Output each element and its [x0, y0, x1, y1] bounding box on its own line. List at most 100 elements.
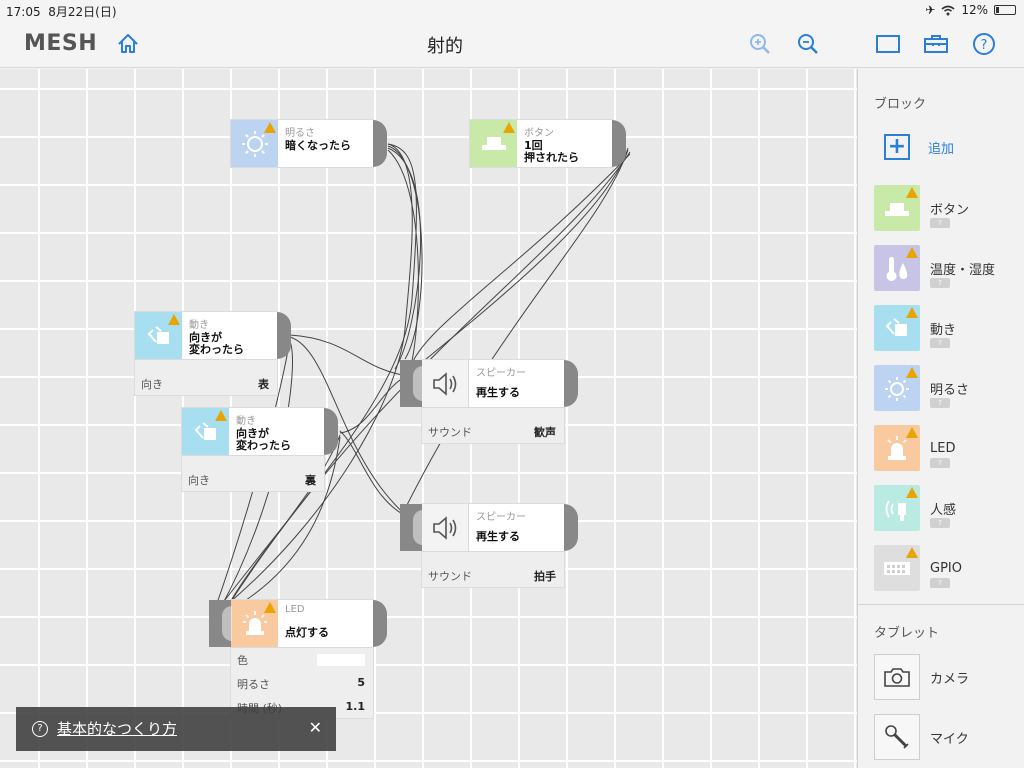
output-port[interactable] — [373, 120, 387, 167]
block-palette-sidebar: ブロック + 追加 ボタン ? 温度・湿度 ? 動き ? 明るさ — [857, 69, 1024, 768]
battery-percent: 12% — [961, 3, 988, 17]
block-type: LED — [285, 604, 305, 615]
status-right: ✈ 12% — [925, 3, 1016, 17]
param-value: 拍手 — [534, 570, 556, 583]
nav-bar: MESH 射的 ? — [0, 20, 1024, 68]
color-swatch[interactable] — [317, 654, 365, 666]
mesh-logo: MESH — [24, 31, 98, 56]
warning-icon — [215, 410, 227, 421]
block-params: 向き 裏 — [182, 455, 324, 491]
output-port[interactable] — [564, 360, 578, 407]
block-type: 動き — [236, 416, 256, 427]
param-row-sound[interactable]: サウンド 歓声 — [428, 424, 556, 440]
param-value: 5 — [357, 676, 365, 689]
close-icon[interactable]: ✕ — [308, 718, 322, 737]
palette-item-label: 明るさ — [930, 382, 970, 398]
output-port[interactable] — [373, 600, 387, 647]
palette-item-microphone[interactable]: マイク — [874, 713, 1019, 761]
status-time: 17:05 — [6, 5, 41, 19]
page-title: 射的 — [427, 36, 463, 57]
led-icon — [874, 425, 920, 471]
add-block-button[interactable]: + 追加 — [884, 123, 1024, 171]
output-port[interactable] — [612, 120, 626, 167]
help-badge[interactable]: ? — [930, 218, 950, 228]
param-value: 歓声 — [534, 426, 556, 439]
palette-item-label: マイク — [930, 731, 969, 747]
help-badge[interactable]: ? — [930, 338, 950, 348]
brightness-icon — [231, 120, 278, 167]
block-params: サウンド 歓声 — [422, 407, 564, 443]
status-left: 17:05 8月22日(日) — [6, 3, 117, 20]
speaker-action-block-cheer[interactable]: スピーカー 再生する サウンド 歓声 — [400, 360, 578, 443]
param-value: 1.1 — [345, 700, 366, 713]
palette-item-motion[interactable]: 動き ? — [874, 304, 1019, 352]
palette-item-camera[interactable]: カメラ — [874, 653, 1019, 701]
help-badge[interactable]: ? — [930, 518, 950, 528]
brightness-trigger-block[interactable]: 明るさ 暗くなったら — [231, 120, 387, 167]
palette-item-brightness[interactable]: 明るさ ? — [874, 364, 1019, 412]
led-action-block[interactable]: LED 点灯する 色 明るさ 5 時間 (秒) 1.1 — [209, 600, 387, 718]
home-icon[interactable] — [114, 30, 142, 58]
warning-icon — [906, 307, 918, 318]
param-label: サウンド — [428, 570, 472, 583]
palette-item-human-sensor[interactable]: 人感 ? — [874, 484, 1019, 532]
output-port[interactable] — [277, 312, 291, 359]
param-row-color[interactable]: 色 — [237, 652, 365, 668]
wifi-icon — [941, 5, 955, 15]
warning-icon — [168, 314, 180, 325]
param-row-direction[interactable]: 向き 表 — [141, 376, 269, 392]
speaker-action-block-applause[interactable]: スピーカー 再生する サウンド 拍手 — [400, 504, 578, 587]
blocks-section-title: ブロック — [874, 97, 927, 112]
palette-item-label: 動き — [930, 322, 957, 338]
output-port[interactable] — [324, 408, 338, 455]
thermometer-icon — [874, 245, 920, 291]
param-row-direction[interactable]: 向き 裏 — [188, 472, 316, 488]
motion-trigger-block-back[interactable]: 動き 向きが 変わったら 向き 裏 — [182, 408, 338, 491]
input-port[interactable] — [400, 504, 423, 551]
recipe-canvas[interactable]: 明るさ 暗くなったら ボタン 1回 押されたら 動き 向きが 変わったら 向き … — [0, 69, 857, 768]
param-label: 向き — [188, 474, 210, 487]
input-port[interactable] — [400, 360, 423, 407]
battery-icon — [994, 5, 1016, 15]
motion-icon — [182, 408, 229, 455]
warning-icon — [906, 427, 918, 438]
brightness-icon — [874, 365, 920, 411]
input-port[interactable] — [209, 600, 232, 647]
warning-icon — [906, 187, 918, 198]
help-icon[interactable]: ? — [970, 30, 998, 58]
palette-item-label: カメラ — [930, 671, 970, 687]
svg-text:?: ? — [981, 38, 988, 53]
help-badge[interactable]: ? — [930, 458, 950, 468]
motion-trigger-block-front[interactable]: 動き 向きが 変わったら 向き 表 — [135, 312, 291, 395]
palette-item-label: ボタン — [930, 202, 970, 218]
param-row-sound[interactable]: サウンド 拍手 — [428, 568, 556, 584]
output-port[interactable] — [564, 504, 578, 551]
microphone-icon — [874, 714, 920, 760]
button-trigger-block[interactable]: ボタン 1回 押されたら — [470, 120, 626, 167]
toolbox-icon[interactable] — [922, 30, 950, 58]
palette-item-temperature-humidity[interactable]: 温度・湿度 ? — [874, 244, 1019, 292]
speaker-icon — [422, 360, 469, 407]
block-action: 向きが 変わったら — [236, 427, 291, 452]
zoom-out-icon[interactable] — [794, 30, 822, 58]
basic-guide-bar[interactable]: ? 基本的なつくり方 ✕ — [16, 707, 336, 751]
palette-item-label: 温度・湿度 — [930, 262, 996, 278]
block-action: 点灯する — [285, 626, 329, 639]
help-badge[interactable]: ? — [930, 278, 950, 288]
param-label: 色 — [237, 654, 248, 667]
palette-item-gpio[interactable]: GPIO ? — [874, 544, 1019, 592]
guide-link[interactable]: 基本的なつくり方 — [57, 720, 178, 738]
zoom-in-icon[interactable] — [746, 30, 774, 58]
help-badge[interactable]: ? — [930, 578, 950, 588]
palette-item-label: 人感 — [930, 502, 957, 518]
block-action: 向きが 変わったら — [189, 331, 244, 356]
palette-item-button[interactable]: ボタン ? — [874, 184, 1019, 232]
plus-icon: + — [884, 134, 910, 160]
help-badge[interactable]: ? — [930, 398, 950, 408]
block-action: 再生する — [476, 386, 520, 399]
param-row-brightness[interactable]: 明るさ 5 — [237, 676, 365, 692]
layout-toggle-icon[interactable] — [874, 30, 902, 58]
block-params: 色 明るさ 5 時間 (秒) 1.1 — [231, 647, 373, 718]
palette-item-label: GPIO — [930, 560, 962, 576]
palette-item-led[interactable]: LED ? — [874, 424, 1019, 472]
